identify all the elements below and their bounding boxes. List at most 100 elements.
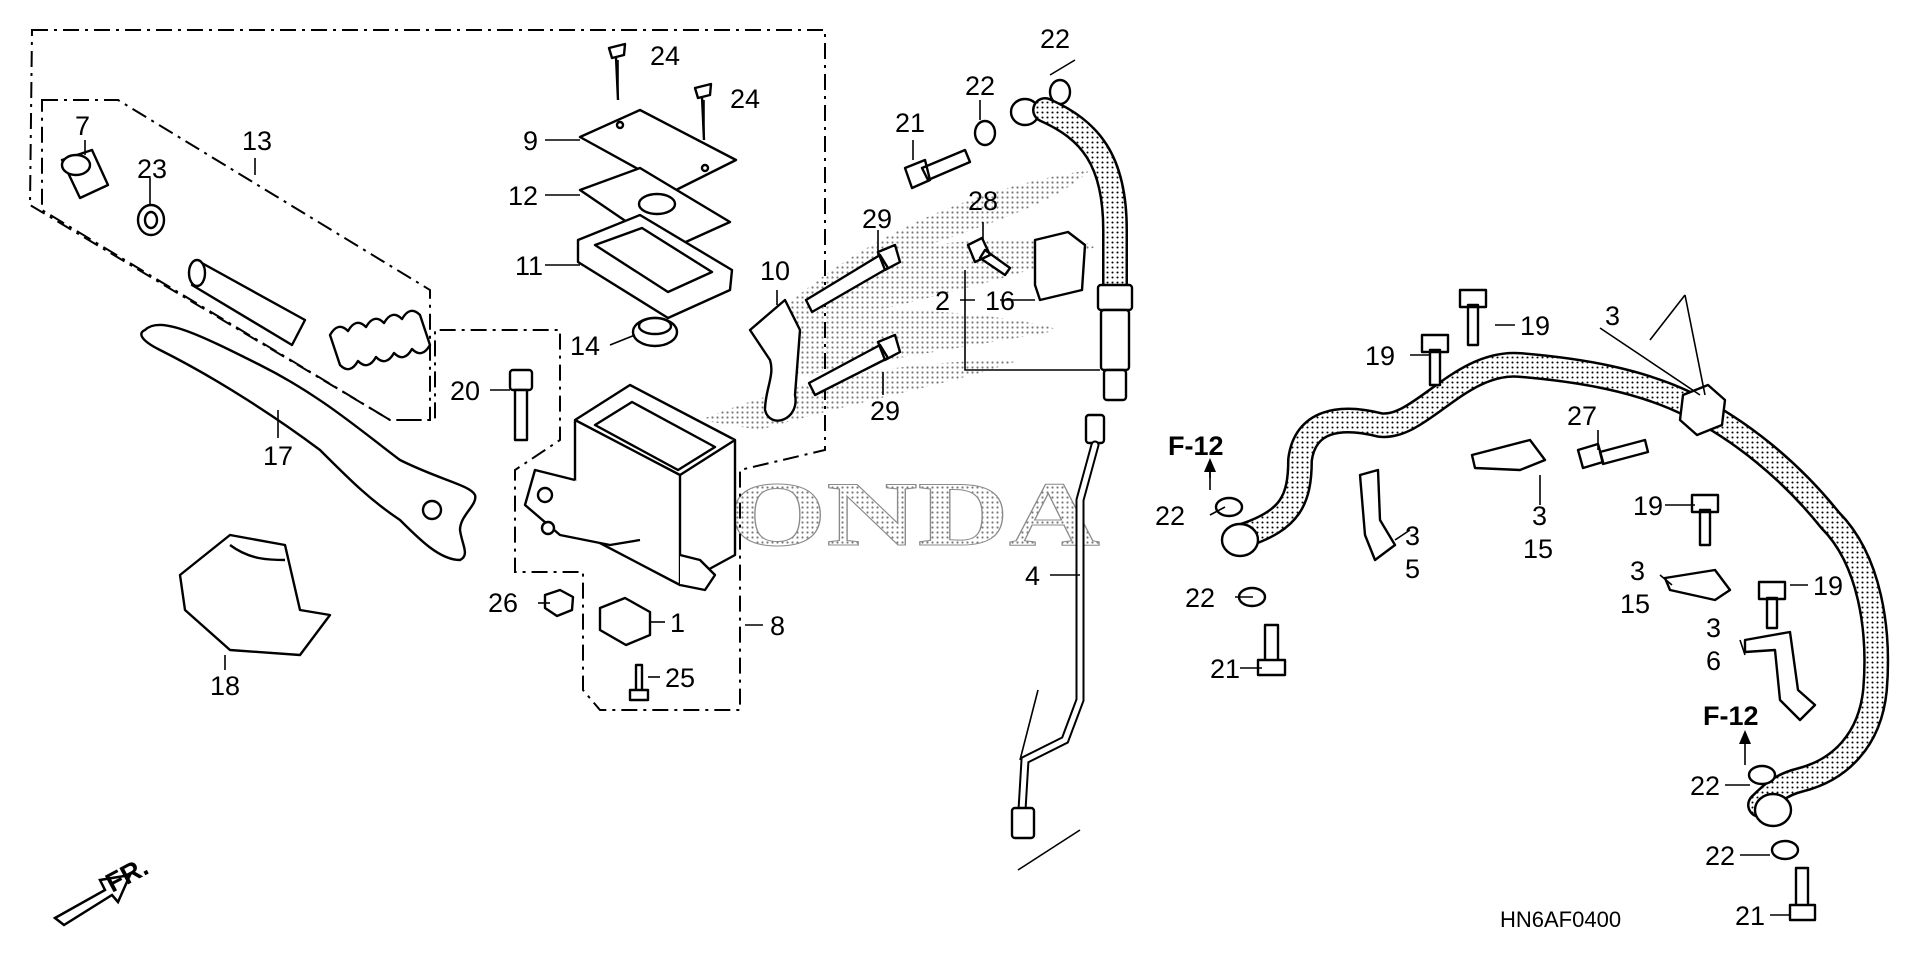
callout-9: 9 — [523, 126, 538, 156]
bolt-19a — [1420, 333, 1450, 387]
lever-cover-18 — [178, 533, 332, 657]
callout-24b: 24 — [730, 84, 760, 114]
callout-25: 25 — [665, 663, 695, 693]
ref-f12-right: F-12 — [1703, 701, 1759, 731]
callout-16: 16 — [985, 286, 1015, 316]
group-boundaries — [28, 29, 826, 711]
callout-17: 17 — [263, 441, 293, 471]
bolt-19c — [1690, 493, 1720, 547]
callout-3c: 3 — [1532, 501, 1547, 531]
screw-24b — [693, 82, 713, 141]
clamp-5 — [1358, 468, 1397, 562]
callout-4: 4 — [1025, 561, 1040, 591]
washer-22a — [973, 119, 997, 147]
callout-14: 14 — [570, 331, 600, 361]
callout-22c: 22 — [1155, 501, 1185, 531]
callout-19d: 19 — [1813, 571, 1843, 601]
brake-hose-3 — [1214, 288, 1890, 922]
holder-10 — [748, 298, 802, 422]
callout-15b: 15 — [1620, 589, 1650, 619]
screw-25 — [628, 663, 650, 702]
brake-hose-2 — [1032, 97, 1134, 402]
washer-22e — [1747, 764, 1777, 786]
callout-2: 2 — [935, 286, 950, 316]
washer-22c — [1214, 496, 1244, 518]
clamp-15b — [1663, 568, 1732, 602]
callout-11: 11 — [515, 251, 543, 281]
screw-24a — [607, 42, 627, 101]
callout-1: 1 — [670, 608, 685, 638]
ref-f12-left: F-12 — [1168, 431, 1224, 461]
fitting-right — [1753, 792, 1793, 828]
kit-boundary-13 — [41, 99, 431, 421]
callout-20: 20 — [450, 376, 480, 406]
front-arrow-icon — [52, 873, 133, 927]
callout-19a: 19 — [1365, 341, 1395, 371]
callout-labels: 7 23 13 17 18 24 24 9 12 11 14 10 20 26 … — [75, 24, 1843, 931]
pivot-bolt-20 — [508, 368, 534, 442]
banjo-bolt-21a — [903, 148, 972, 190]
callout-21b: 21 — [1210, 654, 1240, 684]
master-cylinder-body — [523, 383, 737, 592]
callout-8: 8 — [770, 611, 785, 641]
cross-references: F-12 F-12 — [1168, 431, 1759, 731]
callout-19b: 19 — [1520, 311, 1550, 341]
callout-3d: 3 — [1630, 556, 1645, 586]
callout-5: 5 — [1405, 554, 1420, 584]
washer-22f — [1770, 839, 1800, 861]
callout-22a: 22 — [965, 71, 995, 101]
callout-12: 12 — [508, 181, 538, 211]
bracket-16 — [1033, 230, 1087, 302]
master-cylinder-parts — [60, 148, 477, 657]
clamp-15a — [1470, 438, 1547, 472]
switch-1 — [598, 596, 652, 647]
callout-6: 6 — [1706, 646, 1721, 676]
callout-15a: 15 — [1523, 534, 1553, 564]
banjo-bolt-21b — [1256, 623, 1287, 677]
upper-fittings — [903, 78, 1087, 302]
bolt-28 — [966, 236, 1012, 277]
fitting-left — [1220, 522, 1260, 558]
assembly-boundary-8 — [28, 29, 826, 711]
bolt-29b — [807, 333, 902, 397]
callout-22e: 22 — [1690, 771, 1720, 801]
leader-lines — [84, 59, 1808, 916]
callout-3e: 3 — [1706, 613, 1721, 643]
spring — [328, 309, 432, 371]
callout-21c: 21 — [1735, 901, 1765, 931]
callout-22d: 22 — [1185, 583, 1215, 613]
callout-26: 26 — [488, 588, 518, 618]
callout-28: 28 — [968, 186, 998, 216]
piston — [187, 258, 307, 347]
callout-29b: 29 — [870, 396, 900, 426]
callout-7: 7 — [75, 111, 90, 141]
nut-26 — [543, 588, 575, 618]
callout-22f: 22 — [1705, 841, 1735, 871]
bolt-27 — [1576, 438, 1650, 470]
brake-lever-17 — [140, 323, 477, 562]
callout-3b: 3 — [1405, 521, 1420, 551]
callout-19c: 19 — [1633, 491, 1663, 521]
banjo-bolt-21c — [1788, 866, 1817, 922]
callout-18: 18 — [210, 671, 240, 701]
callout-13: 13 — [242, 126, 272, 156]
callout-24a: 24 — [650, 41, 680, 71]
hose-3-joint — [1678, 383, 1727, 437]
callout-27: 27 — [1567, 401, 1597, 431]
callout-3a: 3 — [1605, 301, 1620, 331]
bolt-19b — [1458, 288, 1488, 347]
callout-29a: 29 — [862, 204, 892, 234]
boot-7 — [60, 148, 110, 200]
callout-21a: 21 — [895, 108, 925, 138]
bolt-19d — [1757, 580, 1787, 630]
diagram-code: HN6AF0400 — [1500, 907, 1621, 932]
brake-pipe-4 — [1010, 413, 1106, 840]
reservoir-parts — [508, 42, 902, 702]
clamp-6 — [1743, 630, 1817, 722]
callout-10: 10 — [760, 256, 790, 286]
callout-23: 23 — [137, 154, 167, 184]
front-direction-indicator: FR. — [52, 851, 153, 927]
callout-22b: 22 — [1040, 24, 1070, 54]
bolt-29a — [804, 243, 902, 314]
